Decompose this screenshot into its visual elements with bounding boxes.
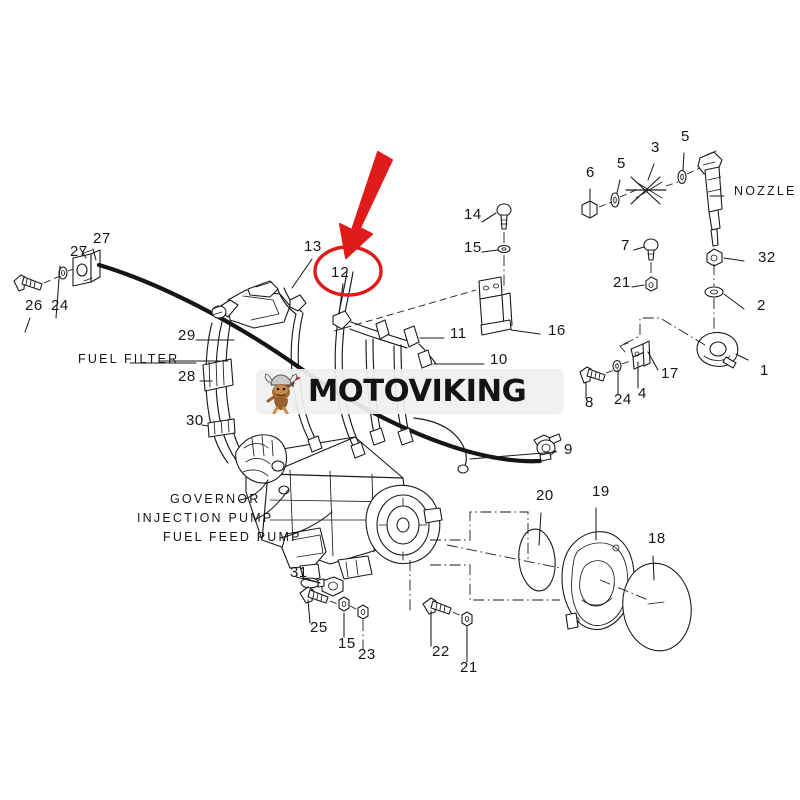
- part-21-washer-upper: [645, 276, 658, 292]
- part-number-21b: 21: [460, 659, 478, 676]
- watermark-text: MOTOVIKING: [307, 373, 527, 409]
- part-number-2: 2: [757, 297, 766, 314]
- red-annotation-arrow: [339, 151, 393, 259]
- part-number-7: 7: [621, 237, 630, 254]
- part-23-washer: [357, 604, 369, 620]
- part-22-bolt: [422, 597, 452, 615]
- part-20-gasket: [518, 528, 556, 592]
- part-15-washer-bottom: [338, 596, 350, 612]
- part-12-fuel-pipe-joint: [332, 310, 352, 330]
- part-number-5b: 5: [681, 128, 690, 145]
- part-number-4: 4: [638, 385, 647, 402]
- part-9-hose-fitting: [533, 433, 562, 462]
- part-number-30: 30: [186, 412, 204, 429]
- part-group-injection-pump-body: [211, 280, 443, 589]
- part-19-end-cover: [561, 531, 635, 630]
- part-number-24b: 24: [614, 391, 632, 408]
- part-13-union-nut: [289, 294, 307, 312]
- leader-group-numeric: [24, 152, 685, 584]
- part-3-leak-off-pipe: [625, 176, 667, 205]
- label-nozzle: NOZZLE: [734, 184, 797, 198]
- part-25-bolt: [299, 586, 329, 604]
- part-number-15a: 15: [464, 239, 482, 256]
- part-nozzle-body: [697, 150, 723, 247]
- part-1-nozzle-clamp: [696, 331, 739, 369]
- label-fuel-feed-pump: FUEL FEED PUMP: [163, 530, 302, 544]
- part-number-23: 23: [358, 646, 376, 663]
- part-number-28: 28: [178, 368, 196, 385]
- part-14-bolt: [496, 203, 512, 230]
- part-number-6: 6: [586, 164, 595, 181]
- part-number-5a: 5: [617, 155, 626, 172]
- part-18-cover-plate: [622, 562, 692, 652]
- part-2-washer: [704, 286, 724, 298]
- part-number-24a: 24: [51, 297, 69, 314]
- part-group-bracket-16: [333, 203, 541, 336]
- part-number-8: 8: [585, 394, 594, 411]
- viking-mascot-icon: [260, 370, 308, 414]
- part-number-17: 17: [661, 365, 679, 382]
- watermark-overlay: MOTOVIKING: [256, 369, 564, 414]
- part-number-11: 11: [450, 325, 467, 342]
- part-number-21a: 21: [613, 274, 631, 291]
- part-number-15b: 15: [338, 635, 356, 652]
- leader-12: [338, 283, 344, 315]
- part-group-nozzle-assembly: [581, 150, 749, 369]
- part-21-washer-bottom: [461, 611, 473, 627]
- part-number-27b: 27: [93, 230, 111, 247]
- part-number-20: 20: [536, 487, 554, 504]
- label-fuel-filter: FUEL FILTER: [78, 352, 179, 366]
- part-number-32: 32: [758, 249, 776, 266]
- part-number-31: 31: [290, 564, 308, 581]
- part-number-14: 14: [464, 206, 482, 223]
- part-number-13: 13: [304, 238, 322, 255]
- part-number-19: 19: [592, 483, 610, 500]
- part-group-bottom-fasteners: [299, 560, 473, 663]
- label-injection-pump: INJECTION PUMP: [137, 511, 273, 525]
- part-group-end-cover: [430, 507, 692, 652]
- part-number-22: 22: [432, 643, 450, 660]
- part-15-washer: [497, 244, 511, 254]
- part-number-27a: 27: [70, 243, 88, 260]
- part-number-25: 25: [310, 619, 328, 636]
- part-5-washer-upper: [677, 169, 687, 185]
- part-24-washer-right: [612, 359, 622, 373]
- part-27-clamp: [72, 249, 101, 287]
- part-number-29: 29: [178, 327, 196, 344]
- part-number-9: 9: [564, 441, 573, 458]
- part-16-bracket: [478, 276, 513, 336]
- part-26-bolt: [13, 274, 43, 292]
- part-30-bracket: [207, 418, 236, 438]
- part-32-seal: [706, 248, 723, 267]
- part-11-pipe-clamp: [375, 319, 420, 348]
- part-group-fuel-filter: [159, 319, 249, 466]
- part-10-pipe-clamp: [417, 349, 433, 369]
- part-number-1: 1: [760, 362, 769, 379]
- part-5-washer-lower: [610, 192, 620, 208]
- part-group-hose-clamp: [13, 247, 543, 464]
- part-number-3: 3: [651, 139, 660, 156]
- red-annotation-circle: [313, 245, 383, 297]
- part-group-bracket-17: [579, 340, 659, 399]
- part-number-26: 26: [25, 297, 43, 314]
- part-number-10: 10: [490, 351, 508, 368]
- part-7-bolt: [643, 238, 659, 261]
- part-number-18: 18: [648, 530, 666, 547]
- part-8-bolt: [579, 366, 606, 384]
- part-number-16: 16: [548, 322, 566, 339]
- part-6-nut: [581, 200, 598, 219]
- circled-part-number: 12: [331, 264, 350, 281]
- part-4-bracket: [630, 340, 651, 370]
- leader-group-named-labels: [129, 362, 333, 539]
- part-31-plug: [317, 576, 344, 597]
- label-governor: GOVERNOR: [170, 492, 261, 506]
- named-label-layer: NOZZLE FUEL FILTER GOVERNOR INJECTION PUMP F…: [78, 184, 797, 544]
